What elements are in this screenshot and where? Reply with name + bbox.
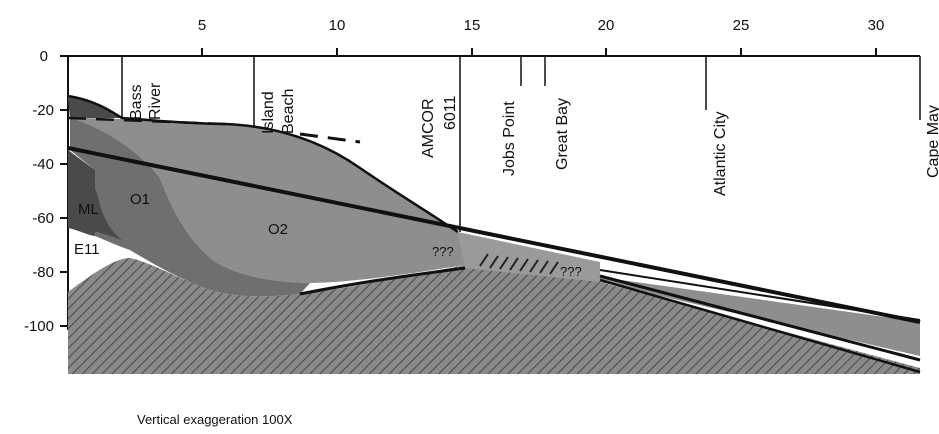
unknown-mark: ??? <box>560 264 582 279</box>
transition-zone <box>458 232 600 282</box>
upper-surface-line <box>67 94 459 234</box>
x-ticks <box>201 48 877 56</box>
y-tick-label: 0 <box>40 48 48 65</box>
location-label: 6011 <box>442 95 459 130</box>
unit-label-o1: O1 <box>130 191 150 208</box>
boundary-lines <box>67 94 921 374</box>
unit-o1 <box>68 96 310 297</box>
y-ticks <box>60 55 68 327</box>
y-tick-label: -60 <box>32 210 54 227</box>
y-tick-label: -20 <box>32 102 54 119</box>
unit-label-o2: O2 <box>268 221 288 238</box>
location-label: Beach <box>280 89 297 134</box>
x-tick-label: 20 <box>598 17 615 34</box>
basement-top-line <box>599 278 921 374</box>
y-tick-label: -80 <box>32 264 54 281</box>
x-tick-label: 5 <box>198 17 206 34</box>
transition-slashes <box>479 253 559 275</box>
y-tick-label: -100 <box>24 318 54 335</box>
o1-base-line <box>299 266 466 296</box>
axes: 5 10 15 20 25 30 0 -20 -40 -60 -80 -100 <box>24 17 920 335</box>
location-label: River <box>147 82 164 120</box>
basement-hatched <box>68 248 920 374</box>
y-tick-label: -40 <box>32 156 54 173</box>
location-markers <box>121 56 921 232</box>
lower-dipping-line <box>599 274 921 362</box>
unit-o2 <box>70 118 465 283</box>
x-tick-label: 15 <box>464 17 481 34</box>
dipping-horizon-line <box>67 146 921 324</box>
location-label: Great Bay <box>554 98 571 170</box>
location-label: Island <box>260 91 277 134</box>
location-label: Bass <box>128 84 145 120</box>
unit-label-e11: E11 <box>74 241 100 258</box>
unit-label-ml: ML <box>78 201 99 218</box>
location-label: Cape May <box>925 105 939 178</box>
unknown-mark: ??? <box>432 244 454 259</box>
location-label: Jobs Point <box>501 101 518 176</box>
unit-ml-band <box>68 150 95 236</box>
dashed-extension <box>299 132 361 144</box>
location-label: AMCOR <box>420 98 437 158</box>
upper-right-line <box>599 269 921 321</box>
x-tick-label: 25 <box>733 17 750 34</box>
location-label: Atlantic City <box>712 112 729 196</box>
vertical-exaggeration-note: Vertical exaggeration 100X <box>137 412 293 427</box>
x-tick-label: 10 <box>329 17 346 34</box>
x-tick-label: 30 <box>868 17 885 34</box>
